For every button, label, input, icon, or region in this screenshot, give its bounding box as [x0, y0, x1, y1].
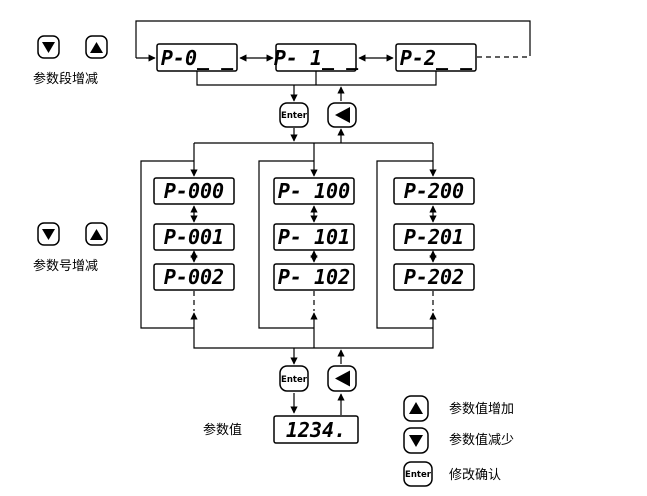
number-display-002: P-002: [164, 265, 224, 289]
number-display-102: P- 102: [278, 265, 350, 289]
enter-key-bottom[interactable]: Enter: [279, 365, 309, 392]
segment-display-1: P- 1_ _: [274, 43, 359, 72]
number-display-101: P- 101: [278, 225, 350, 249]
back-key-bottom[interactable]: [327, 365, 357, 392]
number-distribution-bar: [190, 142, 437, 177]
legend-increase-text: 参数值增加: [449, 401, 514, 417]
number-collector: [193, 328, 434, 349]
number-display-201: P-201: [404, 225, 464, 249]
value-display-text: 1234.: [286, 418, 346, 442]
legend: 参数值增加 参数值减少 Enter 修改确认: [403, 395, 514, 487]
number-loop-frames: [140, 160, 433, 329]
number-column-1: P- 100 P- 101 P- 102: [273, 177, 355, 328]
number-display-000: P-000: [164, 179, 224, 203]
legend-up-icon: [403, 395, 429, 422]
number-display-100: P- 100: [278, 179, 350, 203]
number-up-key[interactable]: [85, 222, 108, 246]
segment-collector: [196, 71, 437, 86]
number-display-200: P-200: [404, 179, 464, 203]
segment-display-0: P-0_ _: [156, 43, 238, 72]
segment-display-0-text: P-0_ _: [161, 46, 234, 70]
segment-display-2: P-2_ _: [395, 43, 477, 72]
segment-adjust-label: 参数段增减: [33, 71, 98, 87]
segment-loop-frame: [135, 20, 531, 62]
segment-display-2-text: P-2_ _: [400, 46, 473, 70]
segment-down-key[interactable]: [37, 35, 60, 59]
number-column-0: P-000 P-001 P-002: [153, 177, 235, 328]
legend-confirm-text: 修改确认: [449, 468, 501, 483]
legend-enter-label: Enter: [405, 470, 432, 480]
number-column-2: P-200 P-201 P-202: [393, 177, 475, 328]
number-adjust-label: 参数号增减: [33, 258, 98, 274]
enter-key-top-label: Enter: [281, 111, 308, 121]
value-display: 1234.: [273, 415, 359, 444]
number-display-001: P-001: [164, 225, 224, 249]
enter-key-bottom-label: Enter: [281, 375, 308, 385]
value-label: 参数值: [203, 422, 242, 438]
flow-top-middle: [290, 85, 345, 143]
number-display-202: P-202: [404, 265, 464, 289]
legend-enter-icon: Enter: [403, 461, 433, 487]
legend-down-icon: [403, 427, 429, 454]
flow-middle-value: [290, 348, 345, 415]
legend-decrease-text: 参数值减少: [449, 432, 514, 448]
back-key-top[interactable]: [327, 102, 357, 128]
number-down-key[interactable]: [37, 222, 60, 246]
segment-display-1-text: P- 1_ _: [274, 46, 359, 70]
enter-key-top[interactable]: Enter: [279, 102, 309, 128]
segment-up-key[interactable]: [85, 35, 108, 59]
